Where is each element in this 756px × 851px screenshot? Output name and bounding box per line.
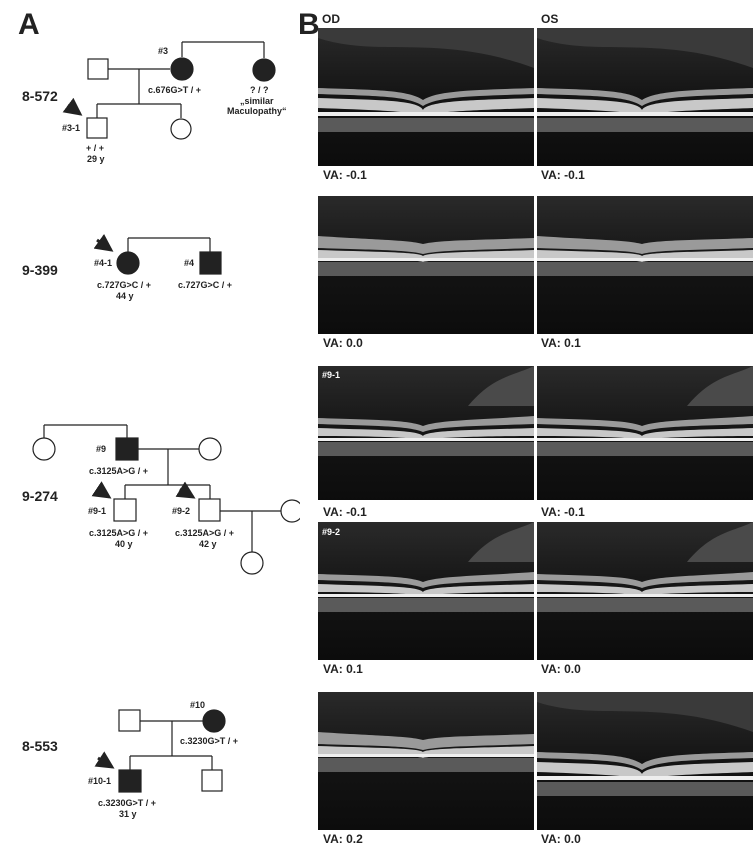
va-os: VA: -0.1 [541, 505, 585, 519]
oct-scan-os [537, 28, 753, 166]
genotype-label: c.727G>C / + [178, 280, 233, 290]
individual-label: #10 [190, 700, 206, 710]
va-od: VA: -0.1 [323, 168, 367, 182]
genotype-label: c.676G>T / + [148, 85, 202, 95]
age-label: 42 y [199, 539, 217, 549]
individual-label: #9 [96, 444, 107, 454]
oct-scan-os [537, 522, 753, 660]
va-od: VA: 0.2 [323, 832, 363, 846]
pedigree-proband-male [198, 498, 221, 522]
genotype-label: c.3230G>T / + [98, 798, 157, 808]
pedigree-proband-female-affected [116, 251, 140, 275]
pedigree-male-unaffected [201, 769, 223, 792]
family-id-9-399: 9-399 [22, 262, 58, 278]
va-od: VA: 0.0 [323, 336, 363, 350]
proband-arrow [175, 481, 196, 499]
va-os: VA: 0.0 [541, 662, 581, 676]
individual-label: #4 [184, 258, 195, 268]
proband-arrow [62, 97, 83, 116]
oct-scan-os [537, 692, 753, 830]
genotype-label: c.727G>C / + [97, 280, 152, 290]
pedigree-male-affected [115, 437, 139, 461]
pedigree-female-affected [202, 709, 226, 733]
genotype-label: c.3125A>G / + [175, 528, 235, 538]
proband-arrow [93, 233, 114, 252]
pedigree-diagram [32, 41, 300, 793]
individual-label: #10-1 [88, 776, 112, 786]
genotype-label: ? / ? [250, 85, 269, 95]
pedigree-female-unaffected [170, 118, 192, 140]
pedigree-proband-male [86, 117, 108, 139]
proband-arrow [94, 751, 115, 769]
age-label: 29 y [87, 154, 105, 164]
genotype-label: + / + [86, 143, 105, 153]
age-label: 40 y [115, 539, 133, 549]
individual-label: #9-2 [172, 506, 191, 516]
panel-b-letter: B [298, 8, 320, 41]
eye-header-os: OS [541, 12, 559, 26]
eye-header-od: OD [322, 12, 340, 26]
pedigree-female-unaffected [32, 437, 56, 461]
phenotype-note: Maculopathy“ [227, 106, 287, 116]
genotype-label: c.3125A>G / + [89, 466, 149, 476]
scan-label: #9-2 [322, 527, 341, 537]
panel-a-letter: A [18, 8, 40, 41]
pedigree-female-affected [170, 57, 194, 81]
genotype-label: c.3125A>G / + [89, 528, 149, 538]
age-label: 31 y [119, 809, 137, 819]
pedigree-proband-male [113, 498, 137, 522]
oct-scan-os [537, 366, 753, 500]
oct-scan-os [537, 196, 753, 334]
oct-scan-od [318, 692, 534, 830]
individual-label: #3 [158, 46, 169, 56]
va-os: VA: 0.1 [541, 336, 581, 350]
oct-scan-od [318, 196, 534, 334]
oct-scan-od [318, 366, 534, 500]
pedigree-male-unaffected [87, 58, 109, 80]
scan-label: #9-1 [322, 370, 341, 380]
individual-label: #3-1 [62, 123, 81, 133]
va-od: VA: -0.1 [323, 505, 367, 519]
individual-label: #9-1 [88, 506, 107, 516]
pedigree-female-affected [252, 58, 276, 82]
pedigree-male-affected [199, 251, 222, 275]
genotype-label: c.3230G>T / + [180, 736, 239, 746]
phenotype-note: „similar [240, 96, 274, 106]
oct-scan-od [318, 28, 534, 166]
pedigree-female-unaffected [198, 437, 222, 461]
family-id-8-553: 8-553 [22, 738, 58, 754]
family-id-9-274: 9-274 [22, 488, 58, 504]
va-os: VA: -0.1 [541, 168, 585, 182]
age-label: 44 y [116, 291, 134, 301]
pedigree-female-unaffected [280, 499, 300, 523]
individual-label: #4-1 [94, 258, 113, 268]
va-os: VA: 0.0 [541, 832, 581, 846]
proband-arrow [91, 481, 112, 499]
va-od: VA: 0.1 [323, 662, 363, 676]
family-id-8-572: 8-572 [22, 88, 58, 104]
pedigree-proband-male-affected [118, 769, 142, 793]
pedigree-female-unaffected [240, 551, 264, 575]
oct-scan-od [318, 522, 534, 660]
pedigree-male-unaffected [118, 709, 141, 732]
